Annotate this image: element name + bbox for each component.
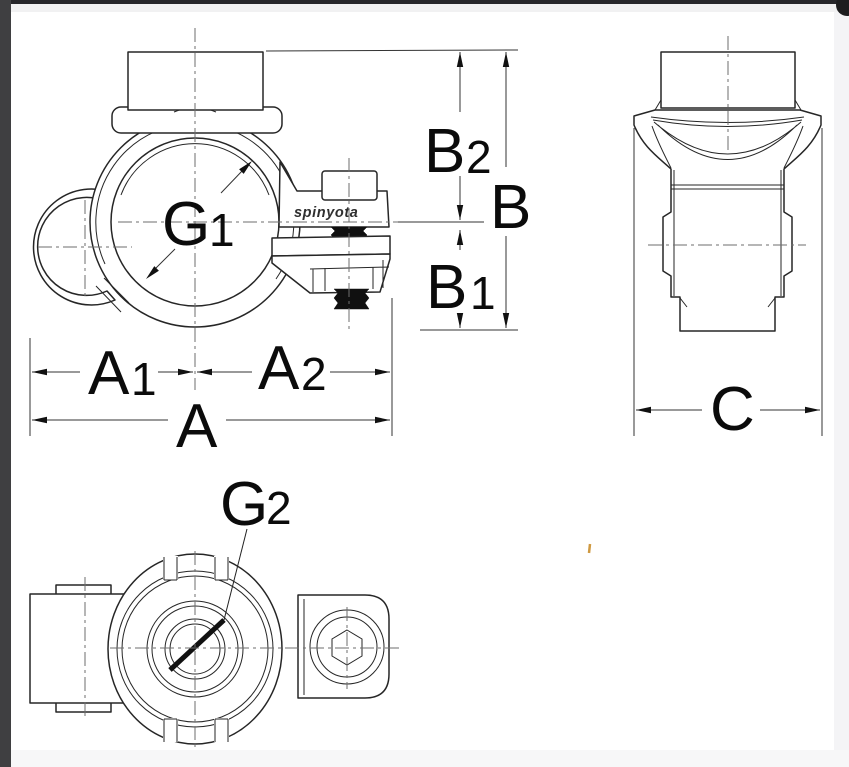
port-bore-2 [169,623,221,675]
dim-label-b2: B [424,117,465,186]
dim-label-a: A [176,392,218,461]
centerlines [38,28,806,750]
dim-label-b: B [490,173,531,242]
lower-jaw-wedge [271,253,391,294]
dim-label-g2-sub: 2 [266,482,292,534]
bottom-margin [11,750,849,767]
arm-junction-lines [297,597,305,697]
end-body [633,109,822,332]
top-band [11,4,849,12]
brand-logo-text: spinyota [294,205,358,221]
dim-label-g1-sub: 1 [209,204,235,256]
g2-leader [223,528,248,621]
dimension-labels: G 1 B 2 B B 1 A 1 A 2 A C G 2 [88,117,755,539]
bottom-view [29,528,390,745]
bore-chamfer [120,143,270,196]
saddle-arc [653,121,802,160]
dim-label-b1: B [426,253,467,322]
bolt-thread-lower [333,288,370,310]
dim-label-a2-sub: 2 [301,348,327,400]
collar [111,106,283,134]
accent-mark [587,543,592,554]
flare-inner [651,125,804,169]
end-body-lines [671,170,784,308]
boss-notches [163,556,229,742]
right-margin [834,12,849,750]
window-edge-left [0,0,11,767]
dimension-annotations: G 1 B 2 B B 1 A 1 A 2 A C G 2 [29,49,823,539]
dim-label-c: C [710,375,755,444]
side-view: spinyota [32,51,391,328]
extension-lines [29,49,823,436]
dim-label-b1-sub: 1 [470,267,496,319]
end-view [633,51,822,332]
arrowheads [32,52,820,424]
dim-label-a1: A [88,339,130,408]
window-edge-top [0,0,849,4]
hinge-arm [32,188,116,306]
clamp-split [95,277,130,313]
dim-label-b2-sub: 2 [466,131,492,183]
dim-label-a2: A [258,334,300,403]
dim-label-g2: G [220,470,268,539]
socket-foot [654,99,802,111]
dim-label-g1: G [162,190,210,259]
lower-jaw-bar [271,235,391,257]
dim-label-a1-sub: 1 [131,353,157,405]
g2-diameter-line [168,618,226,672]
g1-arrows [146,161,252,279]
corner-button[interactable] [836,0,849,16]
